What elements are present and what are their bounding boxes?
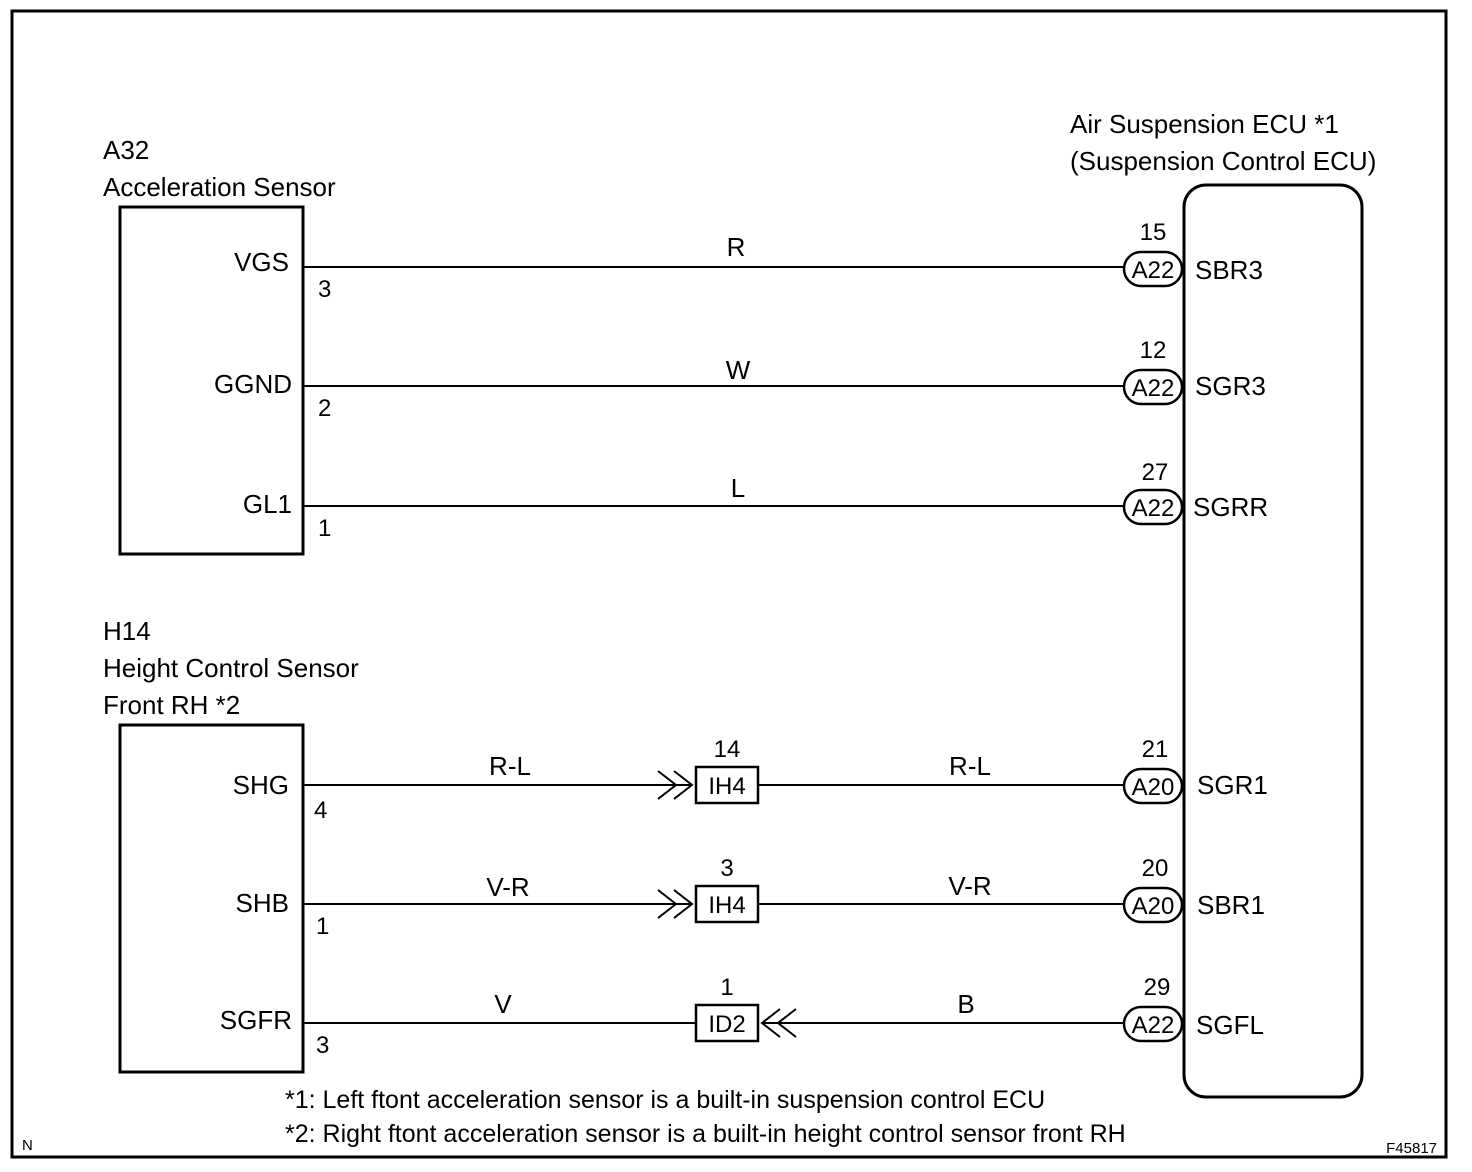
ecu-box [1182, 183, 1364, 1099]
junction-connector [694, 765, 760, 805]
circuit-row-ggnd: GGND 2 W A22 12 SGR3 [214, 337, 1266, 422]
sensor-terminal: SHB [236, 888, 289, 918]
junction-connector [694, 884, 760, 924]
ecu-pin: 21 [1142, 736, 1169, 763]
connector-arrow-1 [760, 1008, 781, 1038]
wire-color-2: B [957, 989, 974, 1019]
diagram-frame [10, 9, 1448, 1159]
wire-color-2: R-L [949, 751, 991, 781]
accel-sensor-box [118, 205, 305, 556]
ecu-pin: 27 [1142, 459, 1169, 486]
connector-arrow-1 [657, 770, 678, 800]
ecu-terminal: SBR3 [1195, 255, 1263, 285]
connector-arrow-2 [673, 770, 694, 800]
ecu-connector [1122, 1005, 1184, 1043]
figure-id: F45817 [1386, 1140, 1437, 1157]
height-sensor-name-line1: Height Control Sensor [103, 653, 359, 683]
ecu-name-line1: Air Suspension ECU *1 [1070, 109, 1339, 139]
ecu-pin: 15 [1140, 219, 1167, 246]
sensor-pin: 2 [318, 395, 331, 422]
height-sensor-code: H14 [103, 616, 151, 646]
junction-label: IH4 [708, 892, 745, 919]
junction-label: ID2 [708, 1011, 745, 1038]
sensor-pin: 1 [316, 913, 329, 940]
wire-color: W [726, 355, 751, 385]
height-sensor-box [118, 723, 305, 1074]
ecu-pin: 12 [1140, 337, 1167, 364]
sensor-pin: 3 [318, 276, 331, 303]
accel-sensor-name: Acceleration Sensor [103, 172, 336, 202]
sensor-pin: 3 [316, 1032, 329, 1059]
sensor-terminal: VGS [234, 247, 289, 277]
ecu-connector [1122, 488, 1184, 526]
sensor-terminal: GL1 [243, 489, 292, 519]
ecu-connector-label: A20 [1132, 893, 1175, 920]
sensor-terminal: SGFR [220, 1005, 292, 1035]
junction-pin: 14 [714, 736, 741, 763]
ecu-connector-label: A22 [1132, 495, 1175, 522]
circuit-row-vgs: VGS 3 R A22 15 SBR3 [234, 219, 1263, 303]
connector-arrow-1 [657, 889, 678, 919]
ecu-terminal: SGR1 [1197, 770, 1268, 800]
ecu-connector [1122, 250, 1184, 288]
footnote-2: *2: Right ftont acceleration sensor is a… [285, 1120, 1126, 1148]
ecu-connector-label: A22 [1132, 375, 1175, 402]
ecu-connector-label: A20 [1132, 774, 1175, 801]
height-sensor-name-line2: Front RH *2 [103, 690, 240, 720]
ecu-terminal: SGRR [1193, 492, 1268, 522]
circuit-row-sgfr: ID2 1 SGFR 3 V B A22 29 SGFL [220, 974, 1264, 1059]
wire-color: R [727, 232, 746, 262]
sensor-terminal: SHG [233, 770, 289, 800]
wire-color: R-L [489, 751, 531, 781]
ecu-connector-label: A22 [1132, 257, 1175, 284]
ecu-terminal: SGFL [1196, 1010, 1264, 1040]
ecu-connector [1122, 886, 1184, 924]
connector-arrow-2 [673, 889, 694, 919]
footnote-1: *1: Left ftont acceleration sensor is a … [285, 1086, 1045, 1114]
junction-pin: 3 [720, 855, 733, 882]
circuit-row-shg: IH4 14 SHG 4 R-L R-L A20 21 SGR1 [233, 736, 1268, 824]
circuit-row-gl1: GL1 1 L A22 27 SGRR [243, 459, 1268, 542]
sensor-pin: 1 [318, 515, 331, 542]
corner-mark: N [22, 1137, 33, 1154]
connector-arrow-2 [776, 1008, 797, 1038]
wire-color-2: V-R [948, 871, 991, 901]
ecu-connector [1122, 368, 1184, 406]
junction-pin: 1 [720, 974, 733, 1001]
wire-color: V [494, 989, 512, 1019]
ecu-connector [1122, 767, 1184, 805]
ecu-terminal: SBR1 [1197, 890, 1265, 920]
ecu-connector-label: A22 [1132, 1012, 1175, 1039]
ecu-pin: 20 [1142, 855, 1169, 882]
junction-connector [694, 1003, 760, 1043]
accel-sensor-code: A32 [103, 135, 149, 165]
ecu-pin: 29 [1144, 974, 1171, 1001]
ecu-name-line2: (Suspension Control ECU) [1070, 146, 1376, 176]
wire-color: L [731, 473, 745, 503]
ecu-terminal: SGR3 [1195, 371, 1266, 401]
sensor-terminal: GGND [214, 369, 292, 399]
junction-label: IH4 [708, 773, 745, 800]
sensor-pin: 4 [314, 797, 327, 824]
wire-color: V-R [486, 872, 529, 902]
circuit-row-shb: IH4 3 SHB 1 V-R V-R A20 20 SBR1 [236, 855, 1265, 940]
